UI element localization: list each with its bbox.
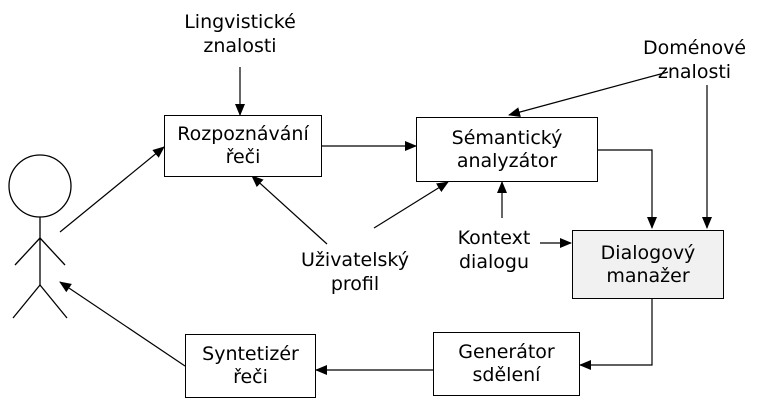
user-leg-right <box>39 284 68 319</box>
dialog-context-label: Kontext dialogu <box>457 227 531 273</box>
arrow-user-to-recognition <box>59 146 165 233</box>
user-arm-right <box>39 237 66 266</box>
domain-knowledge-label: Doménové znalosti <box>642 37 747 83</box>
user-head <box>8 154 72 218</box>
user-leg-left <box>12 284 41 319</box>
speech-recognition-box: Rozpoznávání řeči <box>164 115 322 177</box>
arrow-manager-to-generator <box>579 299 653 370</box>
semantic-analyzer-box: Sémantický analyzátor <box>416 117 598 182</box>
linguistic-knowledge-label: Lingvistické znalosti <box>184 11 296 57</box>
message-generator-box: Generátor sdělení <box>433 332 580 396</box>
arrow-synthesizer-to-user <box>59 281 186 367</box>
user-stick-figure <box>8 154 72 319</box>
speech-synthesizer-box: Syntetizér řeči <box>185 334 316 398</box>
arrow-profile-to-recognition <box>251 175 328 245</box>
arrow-domain-to-analyzer <box>508 71 669 117</box>
arrow-profile-to-analyzer <box>373 181 449 229</box>
user-profile-label: Uživatelský profil <box>301 249 409 295</box>
dialog-manager-box: Dialogový manažer <box>572 230 724 299</box>
arrow-analyzer-to-manager <box>598 149 657 229</box>
user-arm-left <box>14 237 41 266</box>
